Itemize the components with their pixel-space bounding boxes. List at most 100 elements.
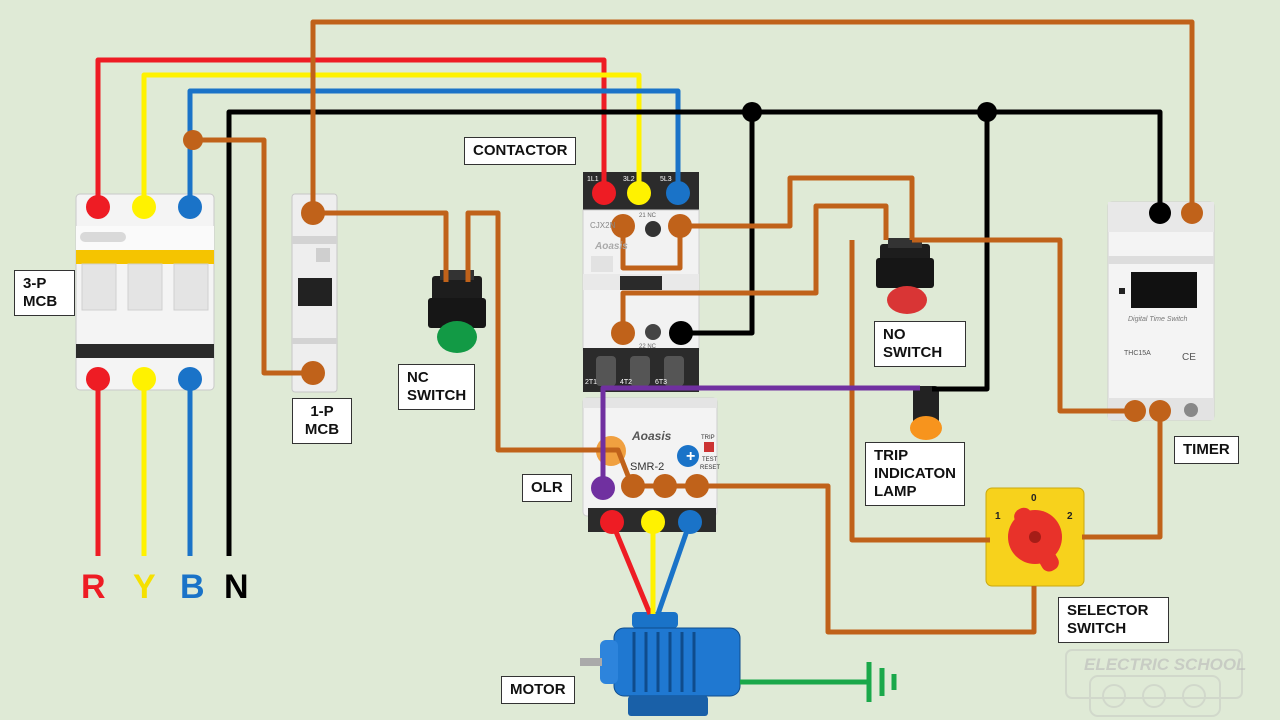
label-timer: TIMER (1174, 436, 1239, 464)
wire-n-supply (226, 109, 1163, 556)
terminal-olr-out-b (678, 510, 702, 534)
phase-label-r: R (81, 568, 106, 606)
terminal-olr-out-y (641, 510, 665, 534)
terminal-contactor-aux-1 (611, 214, 635, 238)
contactor-body (582, 172, 700, 392)
label-1p-mcb: 1-P MCB (292, 398, 352, 444)
wire-ctrl-phase-to-mcb (193, 137, 312, 376)
terminal-mcb-in-r (86, 195, 110, 219)
wire-ctrl-selector-2 (1082, 411, 1163, 540)
terminal-mcb1-in (301, 201, 325, 225)
contactor-l3-text: 5L3 (660, 176, 672, 183)
wire-ctrl-selector-1 (849, 240, 990, 543)
terminal-olr-96 (621, 474, 645, 498)
terminal-contactor-a1 (611, 321, 635, 345)
wire-trip-lamp (600, 385, 920, 488)
terminal-mcb-out-b (178, 367, 202, 391)
terminal-mcb-out-r (86, 367, 110, 391)
wire-ctrl-no-to-timer (912, 237, 1135, 414)
label-motor: MOTOR (501, 676, 575, 704)
mcb-3-pole (75, 193, 215, 391)
terminal-contactor-a2 (669, 321, 693, 345)
timer-label-text: Digital Time Switch (1128, 316, 1188, 323)
contactor-brand-text: Aoasis (594, 241, 628, 252)
contactor-t1-text: 2T1 (585, 379, 597, 386)
wire-r-supply (95, 57, 607, 207)
contactor-t3-text: 6T3 (655, 379, 667, 386)
olr-brand-text: Aoasis (631, 429, 672, 443)
nc-push-button (428, 270, 486, 353)
selector-pos-0: 0 (1031, 493, 1037, 504)
wire-n-lamp (932, 112, 990, 392)
olr-model-text: SMR-2 (630, 461, 664, 473)
selector-switch-body (985, 487, 1085, 587)
contactor-l1-text: 1L1 (587, 176, 599, 183)
olr-test-text: TEST (702, 457, 718, 463)
motor-body (580, 612, 741, 716)
terminal-timer-l (1181, 202, 1203, 224)
trip-lamp-body (910, 386, 942, 440)
olr-reset-text: RESET (700, 465, 720, 471)
terminal-timer-out-1 (1124, 400, 1146, 422)
contactor-no-text: 22 NC (639, 344, 657, 350)
wire-ctrl-mcb-to-nc (313, 210, 449, 282)
watermark-logo (1065, 649, 1243, 717)
earth-symbol (866, 662, 897, 702)
wire-ctrl-no-to-coil (620, 203, 889, 333)
terminal-olr-95 (591, 476, 615, 500)
contactor-l2-text: 3L2 (623, 176, 635, 183)
junction-n-1 (742, 102, 762, 122)
terminal-mcb-in-y (132, 195, 156, 219)
timer-ce-text: CE (1182, 352, 1196, 363)
selector-pos-2: 2 (1067, 511, 1073, 522)
selector-pos-1: 1 (995, 511, 1001, 522)
label-nc-switch: NC SWITCH (398, 364, 476, 410)
olr-trip-text: TRIP (701, 435, 715, 441)
timer-body (1107, 201, 1215, 421)
terminal-olr-98 (685, 474, 709, 498)
phase-label-y: Y (133, 568, 156, 606)
junction-n-2 (977, 102, 997, 122)
terminal-timer-n (1149, 202, 1171, 224)
device-text: 1L1 3L2 5L3 21 NC 22 NC 2T1 4T2 6T3 CJX2… (585, 176, 1246, 674)
wire-ctrl-nc-to-olr (465, 210, 635, 487)
terminal-contactor-aux-2 (668, 214, 692, 238)
wire-ctrl-mcb-to-timer (310, 19, 1195, 213)
label-3p-mcb: 3-P MCB (14, 270, 75, 316)
terminal-contactor-l1 (592, 181, 616, 205)
terminals (86, 102, 1203, 534)
label-selector-switch: SELECTOR SWITCH (1058, 597, 1169, 643)
wire-n-contactor (681, 112, 755, 336)
terminal-b-tap (183, 130, 203, 150)
wire-motor-r (609, 521, 653, 615)
terminal-mcb-out-y (132, 367, 156, 391)
no-push-button (876, 238, 934, 314)
terminal-mcb1-out (301, 361, 325, 385)
terminal-olr-97 (653, 474, 677, 498)
wire-ctrl-olr-to-selector (697, 483, 1037, 635)
phase-label-n: N (224, 568, 249, 606)
label-olr: OLR (522, 474, 572, 502)
watermark-text: ELECTRIC SCHOOL (1084, 655, 1246, 674)
contactor-model-text: CJX2N (590, 221, 616, 230)
label-contactor: CONTACTOR (464, 137, 577, 165)
contactor-t2-text: 4T2 (620, 379, 632, 386)
wire-ctrl-contactor-loop (620, 226, 683, 271)
label-no-switch: NO SWITCH (874, 321, 966, 367)
wire-motor-b (655, 521, 693, 615)
terminal-contactor-l3 (666, 181, 690, 205)
label-trip-lamp: TRIP INDICATON LAMP (865, 442, 965, 506)
contactor-nc-text: 21 NC (639, 213, 657, 219)
terminal-timer-out-2 (1149, 400, 1171, 422)
phase-label-b: B (180, 568, 205, 606)
terminal-olr-out-r (600, 510, 624, 534)
terminal-mcb-in-b (178, 195, 202, 219)
wire-ctrl-no-to-contactor (680, 175, 915, 240)
mcb-1-pole (291, 193, 338, 393)
timer-model-text: THC15A (1124, 350, 1151, 357)
svg-text:+: + (686, 448, 695, 465)
wire-y-supply (141, 72, 642, 207)
terminal-contactor-l2 (627, 181, 651, 205)
